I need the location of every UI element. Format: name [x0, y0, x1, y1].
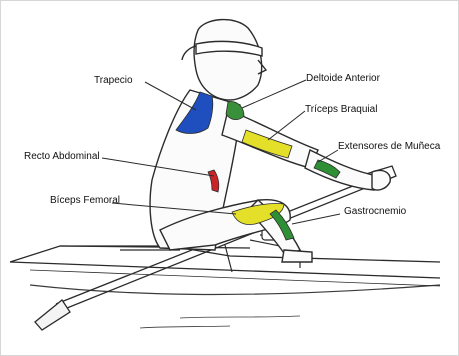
label-recto-abdominal: Recto Abdominal [24, 151, 100, 162]
label-deltoide-anterior: Deltoide Anterior [306, 73, 380, 84]
label-trapecio: Trapecio [94, 75, 133, 86]
label-biceps-femoral: Bíceps Femoral [50, 195, 120, 206]
label-triceps-braquial: Tríceps Braquial [305, 104, 377, 115]
boat [10, 246, 440, 286]
label-extensores-muneca: Extensores de Muñeca [338, 141, 440, 152]
label-gastrocnemio: Gastrocnemio [344, 206, 406, 217]
water [30, 285, 440, 328]
deltoide-muscle [226, 102, 244, 120]
